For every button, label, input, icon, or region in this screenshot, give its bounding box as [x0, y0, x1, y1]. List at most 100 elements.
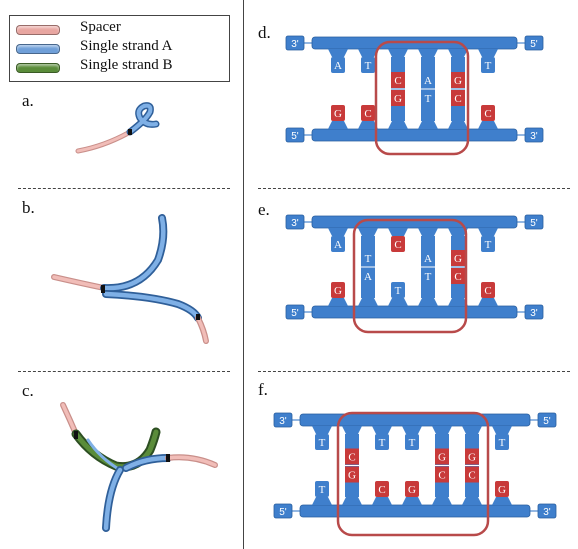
top-stem-0 [328, 49, 348, 57]
top-stem-4 [432, 426, 452, 434]
top-base-0: A [334, 60, 342, 72]
top-base-box-0 [331, 236, 345, 252]
top-base-1: T [365, 60, 372, 72]
bottom-base-5: C [484, 108, 491, 120]
top-stem-5 [462, 426, 482, 434]
end-top-right-label: 5' [543, 416, 551, 427]
row-divider-right-1 [258, 188, 570, 189]
top-base-box-2 [391, 236, 405, 252]
top-base-4: G [454, 75, 462, 87]
bottom-stem-3 [418, 298, 438, 306]
bottom-base-4: C [454, 93, 461, 105]
top-base-box-4 [435, 448, 449, 465]
top-base-2: C [394, 75, 401, 87]
panel-label-b: b. [22, 198, 35, 217]
top-base-box-2 [391, 72, 405, 88]
top-base-4: G [438, 452, 446, 464]
end-top-right-cap [524, 35, 544, 51]
strand-b-swatch [16, 63, 60, 73]
top-base-1: C [348, 452, 355, 464]
legend-label-spacer: Spacer [80, 19, 121, 35]
bottom-stem-0 [312, 497, 332, 505]
bottom-stem-3 [418, 121, 438, 129]
end-top-right-label: 5' [530, 218, 538, 229]
bottom-rail [311, 305, 518, 319]
bottom-base-2: G [394, 93, 402, 105]
bottom-base-box-5 [481, 282, 495, 298]
bottom-base-4: C [454, 271, 461, 283]
bottom-base-1: A [364, 271, 372, 283]
highlight-box [352, 218, 468, 334]
bottom-base-box-0 [315, 481, 329, 497]
bottom-base-box-3 [421, 90, 435, 106]
top-base-box-0 [315, 434, 329, 450]
strand-panel-a [75, 102, 160, 154]
bottom-stem-0 [328, 121, 348, 129]
column-divider [243, 0, 244, 549]
legend-label-strand-a: Single strand A [80, 38, 173, 54]
highlight-box [374, 40, 470, 156]
top-base-1: T [365, 253, 372, 265]
top-base-box-3 [405, 434, 419, 450]
top-stem-1 [358, 49, 378, 57]
end-bottom-right-label: 3' [543, 507, 551, 518]
end-top-left-label: 3' [291, 39, 299, 50]
top-base-4: G [454, 253, 462, 265]
bottom-base-2: C [378, 484, 385, 496]
top-base-box-2 [375, 434, 389, 450]
bottom-base-box-3 [421, 268, 435, 284]
bottom-base-6: G [498, 484, 506, 496]
top-stem-2 [372, 426, 392, 434]
top-base-box-0 [331, 57, 345, 73]
strand-a-swatch [16, 44, 60, 54]
top-base-6: T [499, 437, 506, 449]
end-top-left-label: 3' [291, 218, 299, 229]
strand-panel-b [51, 214, 209, 344]
panel-label-f: f. [258, 380, 268, 399]
top-base-box-3 [421, 72, 435, 88]
top-base-box-3 [421, 250, 435, 266]
bottom-base-3: G [408, 484, 416, 496]
end-bottom-left-cap [285, 127, 305, 143]
bottom-stem-5 [478, 298, 498, 306]
bottom-base-box-5 [465, 466, 479, 483]
bottom-stem-3 [402, 497, 422, 505]
bottom-base-box-0 [331, 105, 345, 121]
top-base-2: C [394, 239, 401, 251]
top-base-box-1 [361, 57, 375, 73]
top-stem-0 [328, 228, 348, 236]
end-bottom-left-label: 5' [279, 507, 287, 518]
panel-label-d: d. [258, 23, 271, 42]
bottom-stem-1 [358, 298, 378, 306]
end-bottom-right-label: 3' [530, 131, 538, 142]
bottom-base-box-1 [345, 466, 359, 483]
bottom-base-4: C [438, 470, 445, 482]
bottom-stem-4 [432, 497, 452, 505]
bottom-stem-1 [358, 121, 378, 129]
bottom-stem-2 [372, 497, 392, 505]
row-divider-left-2 [18, 371, 230, 372]
bottom-base-5: C [484, 285, 491, 297]
panel-label-a: a. [22, 91, 34, 110]
top-stem-0 [312, 426, 332, 434]
end-top-right-cap [524, 214, 544, 230]
top-base-3: A [424, 253, 432, 265]
bottom-base-1: C [364, 108, 371, 120]
top-base-box-1 [345, 448, 359, 465]
spacer-swatch [16, 25, 60, 35]
bottom-base-box-2 [391, 282, 405, 298]
bottom-base-box-4 [451, 268, 465, 284]
end-top-right-label: 5' [530, 39, 538, 50]
bottom-base-box-1 [361, 105, 375, 121]
bottom-base-0: G [334, 108, 342, 120]
bottom-base-box-2 [375, 481, 389, 497]
bottom-base-box-1 [361, 268, 375, 284]
end-bottom-left-cap [285, 304, 305, 320]
top-stem-3 [402, 426, 422, 434]
top-base-0: T [319, 437, 326, 449]
top-base-box-1 [361, 250, 375, 266]
bottom-stem-5 [462, 497, 482, 505]
